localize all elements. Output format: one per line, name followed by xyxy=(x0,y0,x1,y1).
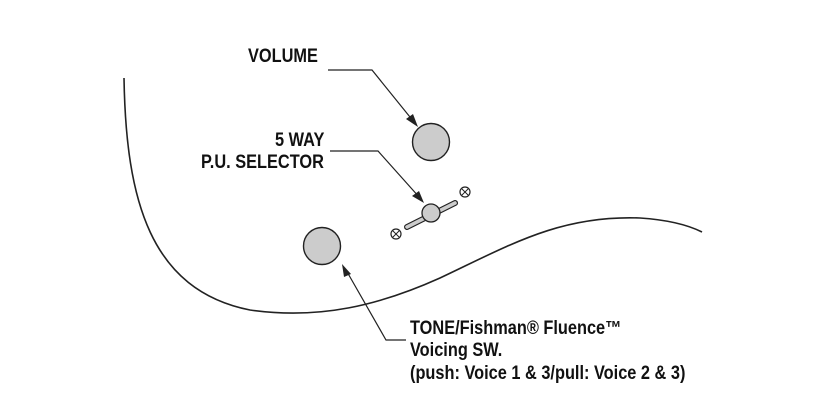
volume-label: VOLUME xyxy=(248,46,318,67)
guitar-body-outline xyxy=(123,77,703,314)
tone-label-line2: Voicing SW. xyxy=(410,340,503,361)
tone-label-line1: TONE/Fishman® Fluence™ xyxy=(410,318,622,339)
volume-knob xyxy=(411,122,451,162)
5-way-pickup-selector-switch xyxy=(390,186,471,240)
volume-arrowhead xyxy=(406,114,418,127)
selector-tip xyxy=(421,203,441,223)
selector-leader-line xyxy=(330,150,421,199)
volume-leader-line xyxy=(328,69,415,123)
tone-leader-line xyxy=(345,269,406,341)
tone-knob xyxy=(302,226,342,266)
selector-label-line1: 5 WAY xyxy=(274,130,324,151)
selector-label-line2: P.U. SELECTOR xyxy=(201,152,324,173)
selector-arrowhead xyxy=(412,191,424,203)
tone-arrowhead xyxy=(342,264,351,277)
selector-screw-right xyxy=(459,186,471,198)
tone-label-line3: (push: Voice 1 & 3/pull: Voice 2 & 3) xyxy=(410,363,686,384)
selector-screw-left xyxy=(390,228,402,240)
